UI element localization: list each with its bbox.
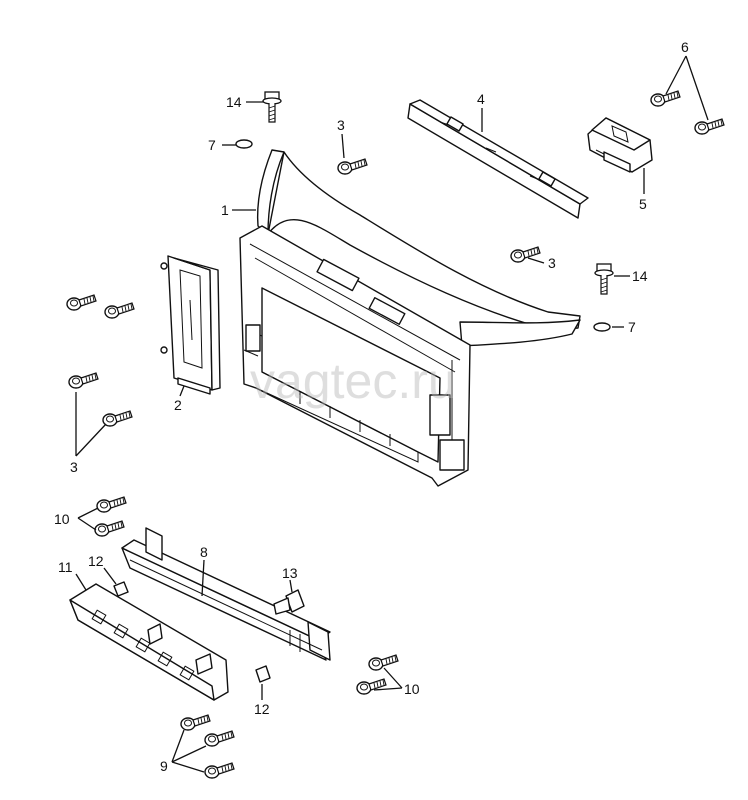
screw-part-10-c: [368, 654, 399, 671]
sensor-part-13: [273, 589, 305, 615]
screw-part-3-left-d: [102, 410, 133, 427]
callout-5: 5: [639, 196, 647, 212]
leader-lines: [75, 55, 709, 773]
screw-part-6-b: [694, 118, 725, 135]
callout-7-left: 7: [208, 137, 216, 153]
callout-14-top: 14: [226, 94, 242, 110]
lock-carrier-part: [239, 149, 581, 487]
callout-4: 4: [477, 91, 485, 107]
side-bracket-part: [160, 255, 221, 395]
callout-2: 2: [174, 397, 182, 413]
screw-part-3-left-c: [68, 372, 99, 389]
screw-part-10-a: [96, 496, 127, 513]
clip-part-12a: [113, 581, 129, 597]
bolt-part-14-right: [594, 263, 614, 295]
screw-part-9-a: [180, 714, 211, 731]
callout-10-left: 10: [54, 511, 70, 527]
callout-3-top: 3: [337, 117, 345, 133]
screw-part-10-d: [356, 678, 387, 695]
callout-8: 8: [200, 544, 208, 560]
energy-absorber-part: [69, 583, 229, 701]
callout-3-right: 3: [548, 255, 556, 271]
lock-block-part: [587, 117, 653, 173]
callout-1: 1: [221, 202, 229, 218]
callout-12-bottom: 12: [254, 701, 270, 717]
callout-6: 6: [681, 39, 689, 55]
screw-part-10-b: [94, 520, 125, 537]
watermark: vagtec.ru: [250, 353, 456, 409]
callout-labels: 1 2 3 3 3 4 5 6 7 7 8 9 10 10 11 12 12 1…: [54, 39, 689, 774]
screw-part-3-left-a: [66, 294, 97, 311]
callout-10-right: 10: [404, 681, 420, 697]
grommet-part-7a: [235, 139, 253, 149]
callout-3-left: 3: [70, 459, 78, 475]
bracket-strip-part: [407, 99, 589, 219]
clip-part-12b: [255, 665, 271, 683]
screw-part-3-top: [337, 158, 368, 175]
grommet-part-7b: [593, 322, 611, 332]
bolt-part-14-top: [262, 91, 282, 123]
screw-part-9-c: [204, 762, 235, 779]
screw-part-9-b: [204, 730, 235, 747]
screw-part-6-a: [650, 90, 681, 107]
callout-14-right: 14: [632, 268, 648, 284]
crash-bar-part: [121, 527, 331, 661]
callout-13: 13: [282, 565, 298, 581]
callout-9: 9: [160, 758, 168, 774]
screw-part-3-left-b: [104, 302, 135, 319]
callout-7-right: 7: [628, 319, 636, 335]
callout-11: 11: [58, 559, 73, 575]
callout-12-top: 12: [88, 553, 104, 569]
